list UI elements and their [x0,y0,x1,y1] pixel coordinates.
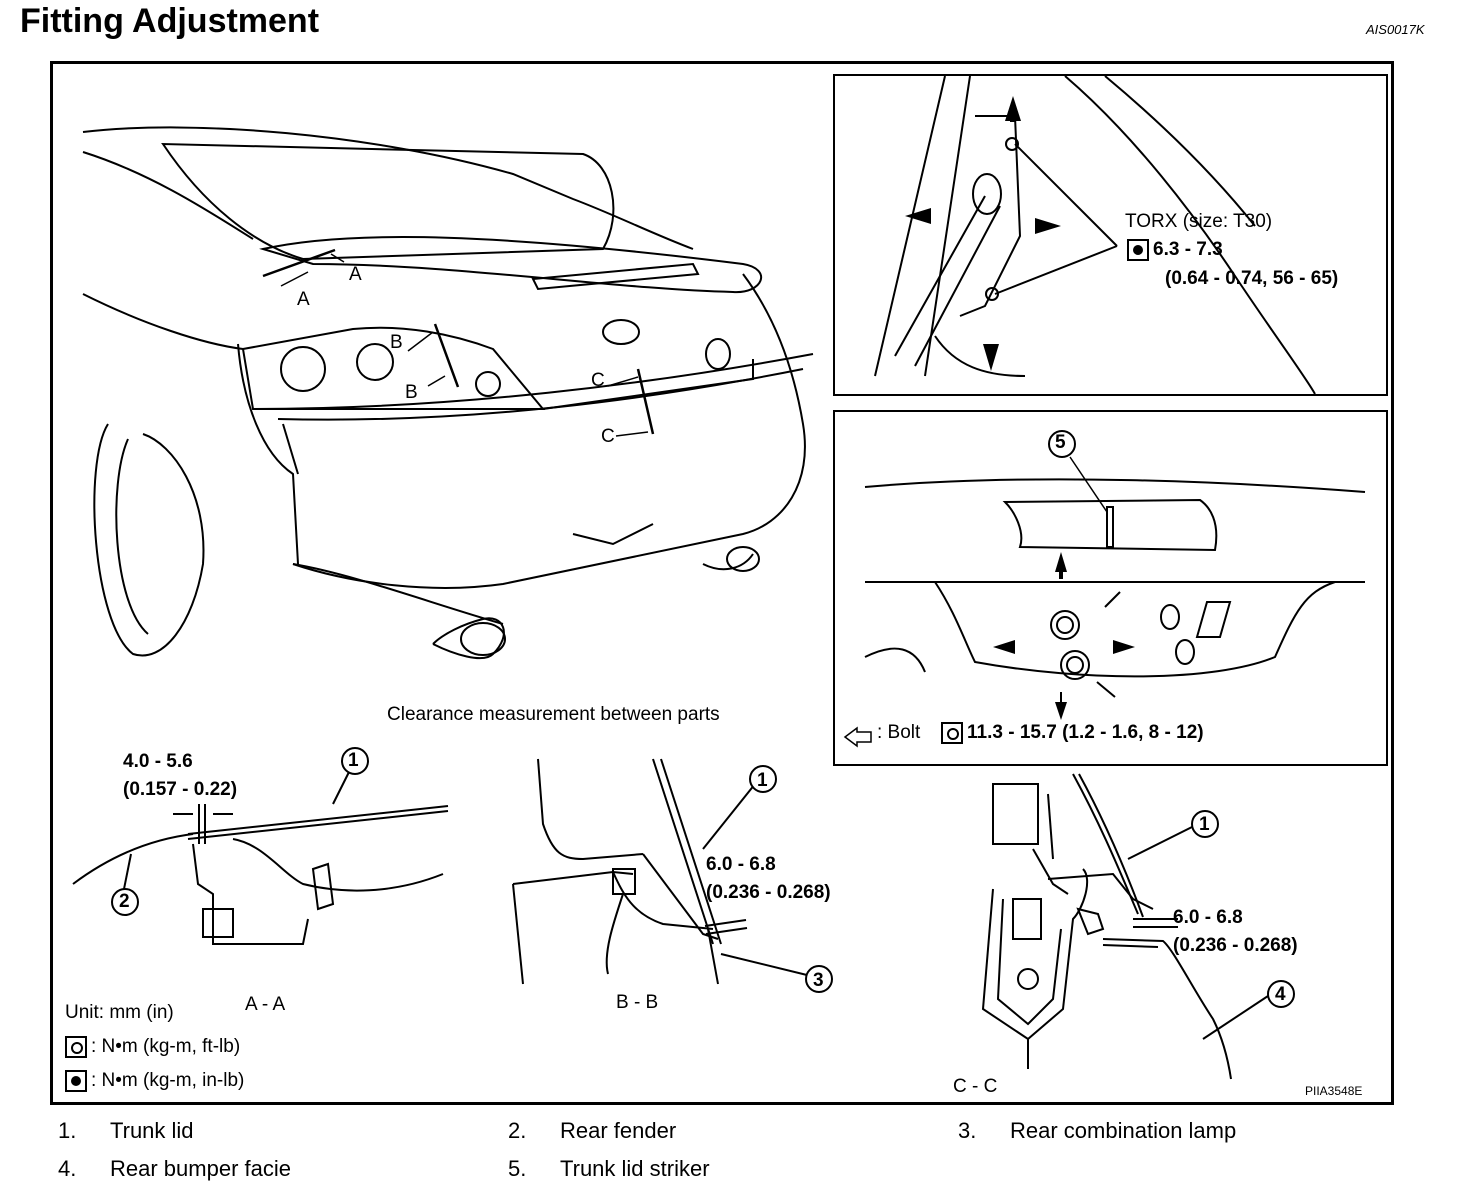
legend-item: 1.Trunk lid [58,1118,194,1143]
unit-label: Unit: mm (in) [65,1002,174,1023]
legend-item: 4.Rear bumper facie [58,1156,291,1181]
bb-clearance: 6.0 - 6.8 [706,854,776,875]
legend-item: 2.Rear fender [508,1118,677,1143]
aa-section-label: A - A [245,994,286,1015]
bb-clearance-in: (0.236 - 0.268) [706,882,831,903]
section-aa-drawing [72,747,449,945]
figure-frame: A A B B C C Clearance measurement betwee… [50,61,1394,1105]
overview-label-c1: C [591,370,605,391]
torx-hinge-drawing [874,75,1316,395]
striker-callout: 5 [1055,432,1066,453]
torx-torque-units: (0.64 - 0.74, 56 - 65) [1165,268,1339,289]
bolt-torque: 11.3 - 15.7 (1.2 - 1.6, 8 - 12) [967,722,1204,744]
torque-unit-inlb-row: : N•m (kg-m, in-lb) [65,1070,244,1092]
overview-label-a2: A [349,264,362,285]
doc-code: AIS0017K [1366,22,1425,37]
bolt-label: : Bolt [877,722,921,743]
torx-label: TORX (size: T30) [1125,211,1273,232]
torque-wrench-icon [1127,239,1149,261]
bolt-torque-row: 11.3 - 15.7 (1.2 - 1.6, 8 - 12) [941,722,1204,744]
overview-label-c2: C [601,426,615,447]
striker-drawing [843,430,1366,748]
overview-label-b1: B [390,332,403,353]
figure-code: PIIA3548E [1305,1084,1363,1098]
torx-torque: 6.3 - 7.3 [1153,239,1223,261]
car-overview-drawing [82,126,814,660]
section-cc-drawing [981,773,1295,1080]
torque-unit-ftlb-row: : N•m (kg-m, ft-lb) [65,1036,240,1058]
torx-panel: TORX (size: T30) 6.3 - 7.3 (0.64 - 0.74,… [833,74,1388,396]
page-title: Fitting Adjustment [20,2,320,40]
bb-section-label: B - B [616,992,659,1013]
cc-clearance-in: (0.236 - 0.268) [1173,935,1298,956]
bb-callout-1: 1 [757,770,768,791]
aa-callout-2: 2 [119,891,130,912]
torque-wrench-icon [65,1036,87,1058]
aa-clearance: 4.0 - 5.6 [123,751,193,772]
overview-label-b2: B [405,382,418,403]
aa-clearance-in: (0.157 - 0.22) [123,779,238,800]
cc-clearance: 6.0 - 6.8 [1173,907,1243,928]
bb-callout-3: 3 [813,970,824,991]
torque-unit-inlb: : N•m (kg-m, in-lb) [91,1070,245,1092]
legend-item: 5.Trunk lid striker [508,1156,710,1181]
torque-wrench-icon [941,722,963,744]
legend-item: 3.Rear combination lamp [958,1118,1237,1143]
cc-callout-4: 4 [1275,984,1286,1005]
section-bb-drawing [512,758,833,993]
torque-wrench-icon [65,1070,87,1092]
figure-caption: Clearance measurement between parts [387,704,720,725]
torque-unit-ftlb: : N•m (kg-m, ft-lb) [91,1036,241,1058]
aa-callout-1: 1 [348,750,359,771]
striker-panel: 5 : Bolt 11.3 - 15.7 (1.2 - 1.6, 8 - 12) [833,410,1388,766]
cc-section-label: C - C [953,1076,998,1097]
torx-torque-row: 6.3 - 7.3 [1127,239,1223,261]
cc-callout-1: 1 [1199,814,1210,835]
overview-label-a1: A [297,289,310,310]
